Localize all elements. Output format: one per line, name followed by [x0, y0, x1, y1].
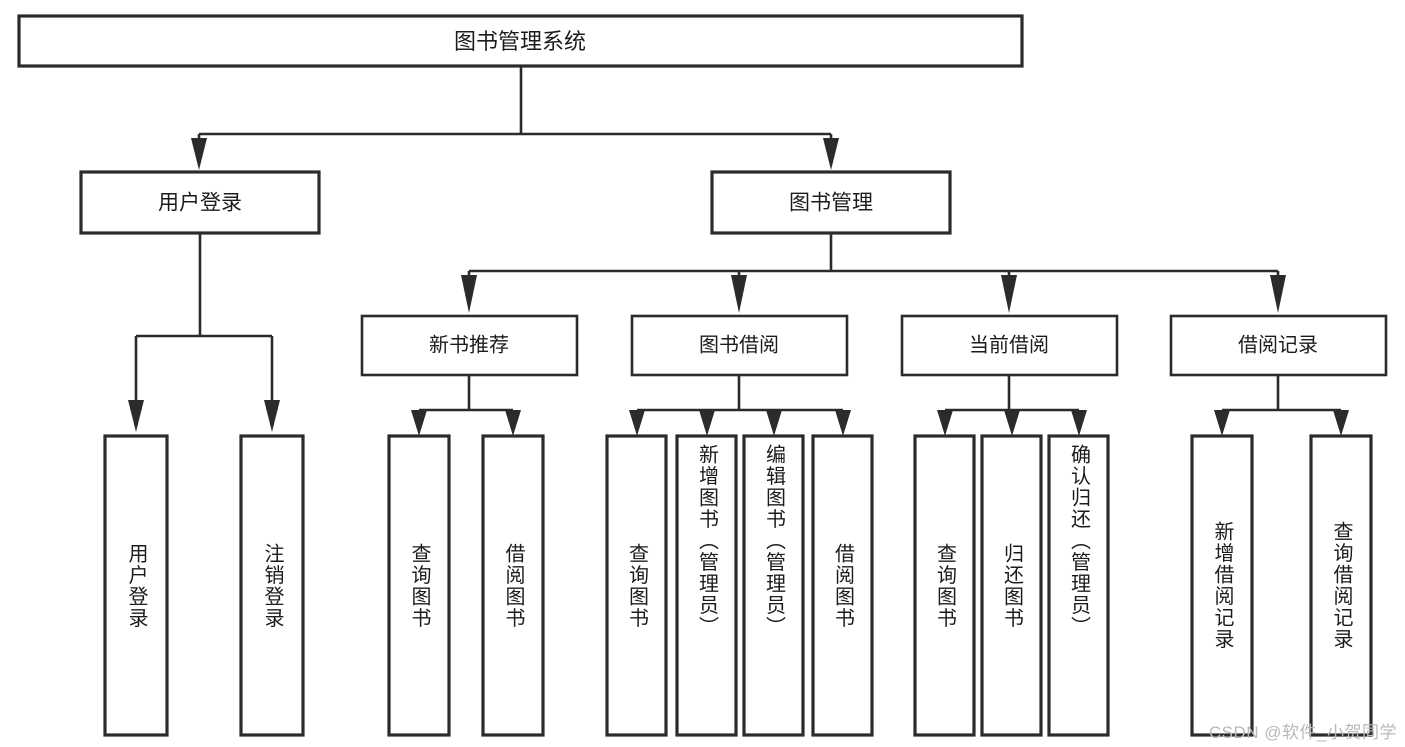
leaf-box-logout-login[interactable]: [239, 434, 305, 737]
node-root-label: 图书管理系统: [454, 29, 586, 54]
arrow-to-leaf-query-book-3: [937, 410, 953, 436]
arrow-to-leaf-return-book: [1004, 410, 1020, 436]
leaf-box-query-book-3[interactable]: [913, 434, 976, 737]
arrow-to-leaf-borrow-book-1: [505, 410, 521, 436]
arrow-to-leaf-logout-login: [264, 400, 280, 432]
arrow-to-leaf-confirm-return: [1071, 410, 1087, 436]
node-borrow-record-label: 借阅记录: [1238, 333, 1318, 356]
arrow-to-leaf-add-record: [1214, 410, 1230, 436]
node-borrow-record[interactable]: [1169, 314, 1388, 377]
node-current-borrow[interactable]: [900, 314, 1119, 377]
arrow-to-user-login: [191, 138, 207, 170]
node-new-book-recommend-label: 新书推荐: [429, 333, 509, 356]
leaf-box-user-login[interactable]: [103, 434, 169, 737]
node-root[interactable]: [17, 14, 1024, 68]
arrow-to-leaf-user-login: [128, 400, 144, 432]
arrow-to-leaf-add-book: [699, 410, 715, 436]
arrow-to-current-borrow: [1001, 275, 1017, 313]
node-book-borrow[interactable]: [630, 314, 849, 377]
arrow-to-book-borrow: [731, 275, 747, 313]
arrow-to-leaf-query-book-1: [411, 410, 427, 436]
arrow-to-book-manage: [823, 138, 839, 170]
leaf-box-query-record[interactable]: [1309, 434, 1373, 737]
leaf-box-borrow-book-2[interactable]: [811, 434, 874, 737]
leaf-box-edit-book[interactable]: [742, 434, 805, 737]
arrow-to-leaf-query-book-2: [629, 410, 645, 436]
node-book-borrow-label: 图书借阅: [699, 333, 779, 356]
leaf-box-query-book-2[interactable]: [605, 434, 668, 737]
leaf-box-confirm-return[interactable]: [1047, 434, 1110, 737]
node-book-manage[interactable]: [710, 170, 952, 235]
csdn-watermark: CSDN @软件_小贺同学: [1208, 723, 1397, 742]
leaf-box-query-book-1[interactable]: [387, 434, 451, 737]
arrow-to-leaf-query-record: [1333, 410, 1349, 436]
node-current-borrow-label: 当前借阅: [969, 333, 1049, 356]
arrow-to-leaf-edit-book: [766, 410, 782, 436]
leaf-box-borrow-book-1[interactable]: [481, 434, 545, 737]
leaf-box-return-book[interactable]: [980, 434, 1043, 737]
arrow-to-borrow-record: [1270, 275, 1286, 313]
leaf-box-add-book[interactable]: [675, 434, 738, 737]
node-book-manage-label: 图书管理: [789, 192, 873, 215]
leaf-box-add-record[interactable]: [1190, 434, 1254, 737]
node-user-login-label: 用户登录: [158, 192, 242, 215]
arrow-to-leaf-borrow-book-2: [835, 410, 851, 436]
node-new-book-recommend[interactable]: [360, 314, 579, 377]
arrow-to-new-book-recommend: [461, 275, 477, 313]
